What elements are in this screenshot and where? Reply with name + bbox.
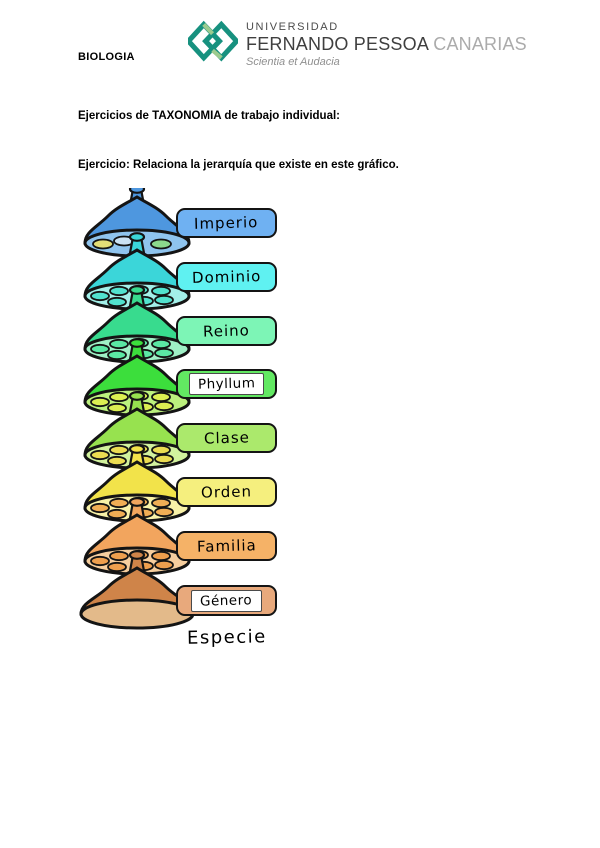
funnel-layer-familia-seed-4 xyxy=(151,550,171,562)
logo-name-light: CANARIAS xyxy=(433,34,527,54)
rank-label-text: Imperio xyxy=(194,213,259,233)
funnel-layer-dominio-seed-4 xyxy=(151,285,171,297)
funnel-layer-familia-seed-1 xyxy=(109,550,129,562)
rank-label-text: Clase xyxy=(203,428,250,448)
funnel-layer-orden-seed-1 xyxy=(109,497,129,509)
course-label: BIOLOGIA xyxy=(78,51,135,63)
funnel-layer-dominio-seed-0 xyxy=(90,290,110,302)
funnel-layer-clase-seed-4 xyxy=(151,444,171,456)
funnel-layer-reino-seed-5 xyxy=(154,347,174,359)
funnel-layer-clase-seed-0 xyxy=(90,449,110,461)
funnel-layer-clase-next-knob-cap xyxy=(128,444,146,454)
rank-label-género: Género xyxy=(176,585,277,616)
rank-label-clase: Clase xyxy=(176,423,277,453)
funnel-layer-orden-seed-2 xyxy=(107,508,127,520)
logo-name-dark: FERNANDO PESSOA xyxy=(246,34,429,54)
funnel-top-knob-cap xyxy=(128,188,146,194)
rank-label-inner-box: Phyllum xyxy=(188,373,265,395)
especie-label: Especie xyxy=(186,626,267,649)
rank-label-text: Phyllum xyxy=(197,375,256,393)
funnel-layer-imperio-seed-2 xyxy=(150,238,172,250)
funnel-layer-reino-seed-2 xyxy=(107,349,127,361)
funnel-layer-orden-seed-5 xyxy=(154,506,174,518)
funnel-layer-dominio-seed-5 xyxy=(154,294,174,306)
funnel-layer-reino-seed-4 xyxy=(151,338,171,350)
funnel-layer-orden-next-knob-cap xyxy=(128,497,146,507)
rank-label-text: Familia xyxy=(196,536,257,556)
rank-label-dominio: Dominio xyxy=(176,262,277,292)
rank-label-inner-box: Género xyxy=(191,589,262,612)
university-logo-icon xyxy=(188,20,238,62)
funnel-layer-familia-next-knob-cap xyxy=(128,550,146,560)
rank-label-reino: Reino xyxy=(176,316,277,346)
funnel-layer-dominio-seed-1 xyxy=(109,285,129,297)
funnel-layer-dominio-seed-2 xyxy=(107,296,127,308)
logo-accent-bottom xyxy=(211,48,223,60)
rank-label-orden: Orden xyxy=(176,477,277,507)
exercise-instruction: Ejercicio: Relaciona la jerarquía que ex… xyxy=(78,159,399,171)
funnel-layer-orden-seed-0 xyxy=(90,502,110,514)
funnel-layer-familia-seed-2 xyxy=(107,561,127,573)
funnel-layer-clase-seed-1 xyxy=(109,444,129,456)
rank-label-text: Orden xyxy=(200,482,253,502)
funnel-layer-phyllum-seed-1 xyxy=(109,391,129,403)
funnel-layer-reino-next-knob-cap xyxy=(128,338,146,348)
funnel-diagram xyxy=(79,188,195,630)
exercise-heading: Ejercicios de TAXONOMIA de trabajo indiv… xyxy=(78,110,340,122)
rank-label-text: Dominio xyxy=(191,267,262,287)
funnel-layer-reino-seed-0 xyxy=(90,343,110,355)
university-logo-text: UNIVERSIDAD FERNANDO PESSOA CANARIAS Sci… xyxy=(246,18,527,68)
rank-label-text: Género xyxy=(200,591,253,610)
rank-label-imperio: Imperio xyxy=(176,208,277,238)
funnel-layer-phyllum-seed-0 xyxy=(90,396,110,408)
logo-line-name: FERNANDO PESSOA CANARIAS xyxy=(246,35,527,53)
funnel-layer-imperio-seed-0 xyxy=(92,238,114,250)
funnel-layer-familia-seed-5 xyxy=(154,559,174,571)
logo-tagline: Scientia et Audacia xyxy=(246,56,340,68)
logo-accent-top xyxy=(202,23,215,36)
funnel-layer-familia-seed-0 xyxy=(90,555,110,567)
rank-label-phyllum: Phyllum xyxy=(176,369,277,399)
rank-label-familia: Familia xyxy=(176,531,277,561)
funnel-layer-reino-seed-1 xyxy=(109,338,129,350)
funnel-layer-imperio-next-knob-cap xyxy=(128,232,146,242)
funnel-layer-phyllum-seed-2 xyxy=(107,402,127,414)
logo-line-universidad: UNIVERSIDAD xyxy=(246,21,339,33)
funnel-layer-dominio-next-knob-cap xyxy=(128,285,146,295)
rank-label-text: Reino xyxy=(202,321,251,341)
university-logo: UNIVERSIDAD FERNANDO PESSOA CANARIAS Sci… xyxy=(188,18,527,68)
funnel-layer-clase-seed-2 xyxy=(107,455,127,467)
funnel-layer-phyllum-seed-4 xyxy=(151,391,171,403)
funnel-layer-phyllum-seed-5 xyxy=(154,400,174,412)
funnel-layer-clase-seed-5 xyxy=(154,453,174,465)
funnel-layer-orden-seed-4 xyxy=(151,497,171,509)
funnel-layer-phyllum-next-knob-cap xyxy=(128,391,146,401)
